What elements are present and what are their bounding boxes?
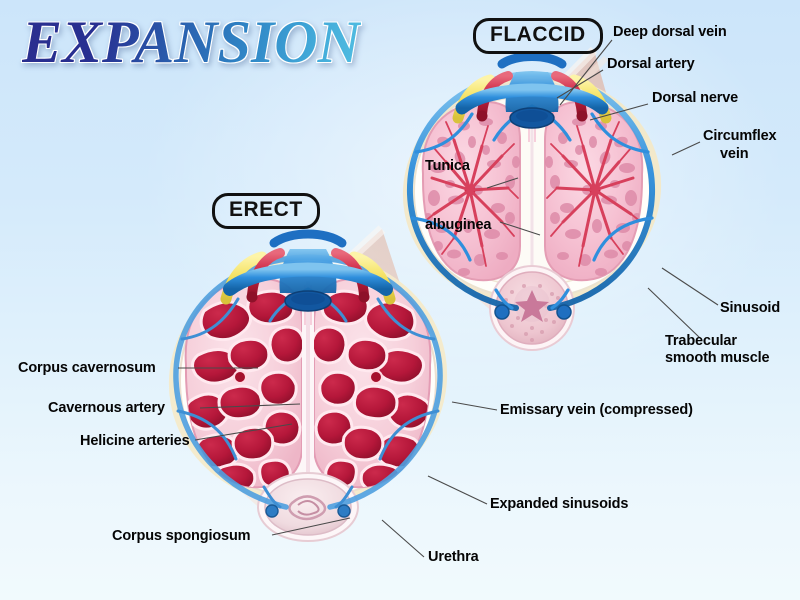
label-sinusoid: Sinusoid bbox=[720, 300, 781, 316]
state-label-erect: ERECT bbox=[212, 193, 320, 230]
label-cavernous-artery: Cavernous artery bbox=[48, 400, 165, 416]
label-trabecular-line1: Trabecular bbox=[665, 333, 737, 349]
erect-cross-section-illustration bbox=[168, 215, 528, 545]
flaccid-cross-section-illustration bbox=[398, 22, 728, 372]
label-dorsal-artery: Dorsal artery bbox=[607, 56, 695, 72]
label-urethra: Urethra bbox=[428, 549, 479, 565]
label-deep-dorsal-vein: Deep dorsal vein bbox=[613, 24, 727, 40]
page-title: EXPANSION bbox=[22, 9, 361, 75]
label-dorsal-nerve: Dorsal nerve bbox=[652, 90, 739, 106]
label-corpus-cavernosum: Corpus cavernosum bbox=[18, 360, 156, 376]
label-emissary-vein: Emissary vein (compressed) bbox=[500, 402, 693, 418]
label-trabecular-line2: smooth muscle bbox=[665, 350, 770, 366]
label-expanded-sinusoids: Expanded sinusoids bbox=[490, 496, 629, 512]
label-corpus-spongiosum: Corpus spongiosum bbox=[112, 528, 251, 544]
label-albuginea: albuginea bbox=[425, 217, 492, 233]
label-helicine-arteries: Helicine arteries bbox=[80, 433, 190, 449]
state-label-flaccid: FLACCID bbox=[473, 18, 603, 55]
label-circumflex-vein-line2: vein bbox=[720, 146, 749, 162]
label-tunica: Tunica bbox=[425, 158, 470, 174]
label-circumflex-vein-line1: Circumflex bbox=[703, 128, 777, 144]
